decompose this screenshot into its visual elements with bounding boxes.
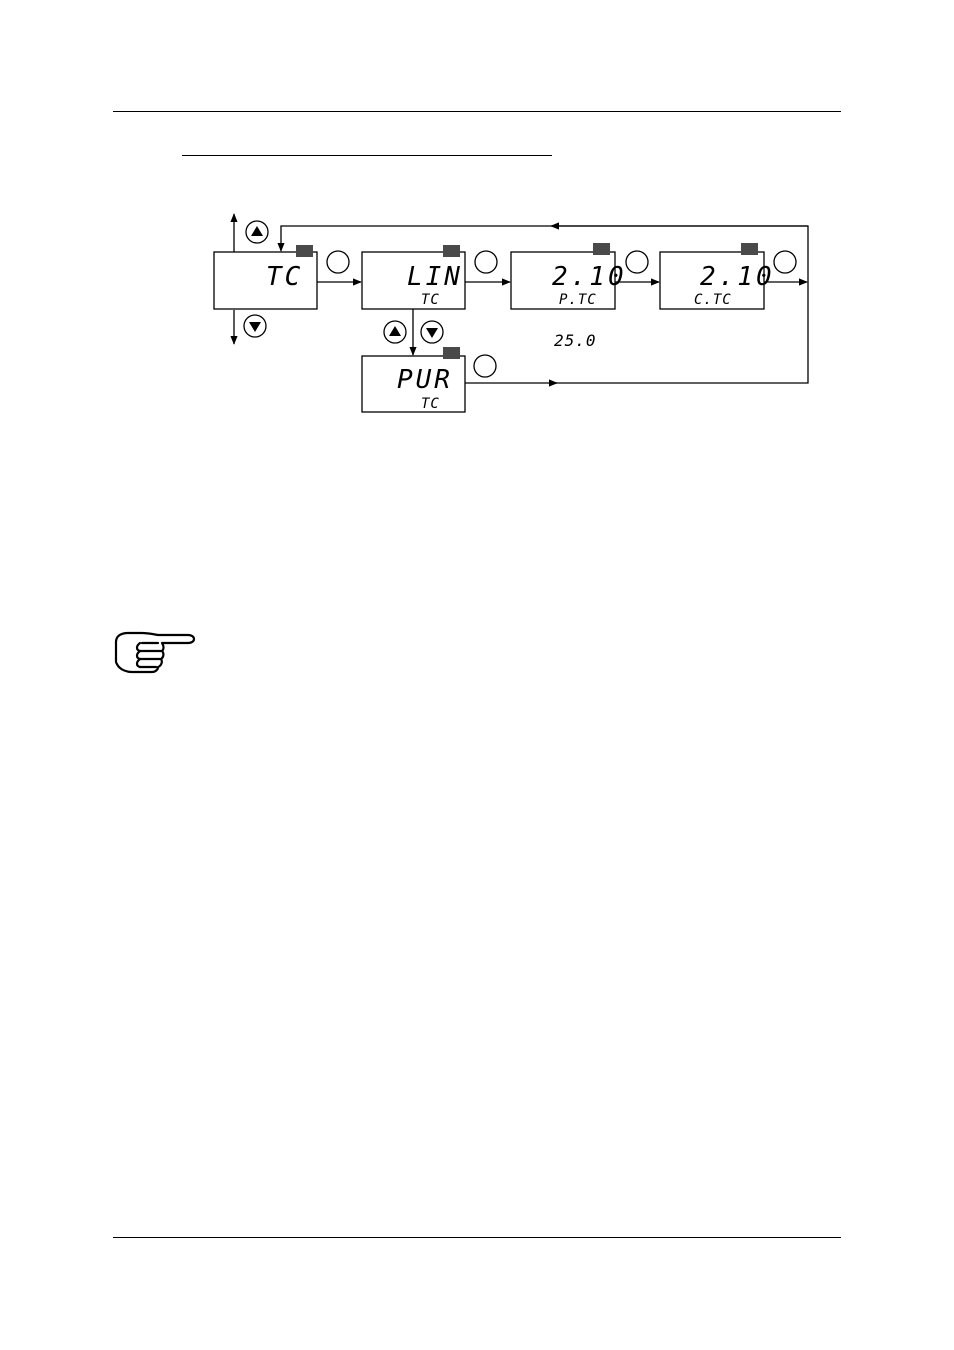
temperature-value: 25.0 [554,331,597,350]
display-box-pur: PUR TC [362,347,465,412]
box-main-text: 2.10 [700,262,775,292]
up-button[interactable] [246,221,268,243]
box-sub-text: P.TC [559,292,597,308]
box-main-text: 2.10 [552,262,627,292]
box-main-text: LIN [407,262,463,292]
display-box-ctc: 2.10 C.TC [660,243,775,309]
circle-key-icon[interactable] [626,251,648,273]
down-button[interactable] [421,321,443,343]
square-indicator-icon [296,245,313,257]
box-sub-text: TC [421,396,440,412]
display-box-ptc: 2.10 P.TC [511,243,627,309]
square-indicator-icon [443,245,460,257]
square-indicator-icon [443,347,460,359]
circle-key-icon[interactable] [474,355,496,377]
square-indicator-icon [593,243,610,255]
square-indicator-icon [741,243,758,255]
box-main-text: PUR [397,365,453,395]
pointing-hand-icon [112,628,196,674]
display-box-lin: LIN TC [362,245,465,309]
circle-key-icon[interactable] [327,251,349,273]
box-sub-text: TC [421,292,440,308]
box-sub-text: C.TC [694,292,732,308]
circle-key-icon[interactable] [774,251,796,273]
down-button[interactable] [244,315,266,337]
box-main-text: TC [266,262,303,292]
circle-key-icon[interactable] [475,251,497,273]
display-box-tc: TC [214,245,317,309]
up-button[interactable] [384,321,406,343]
